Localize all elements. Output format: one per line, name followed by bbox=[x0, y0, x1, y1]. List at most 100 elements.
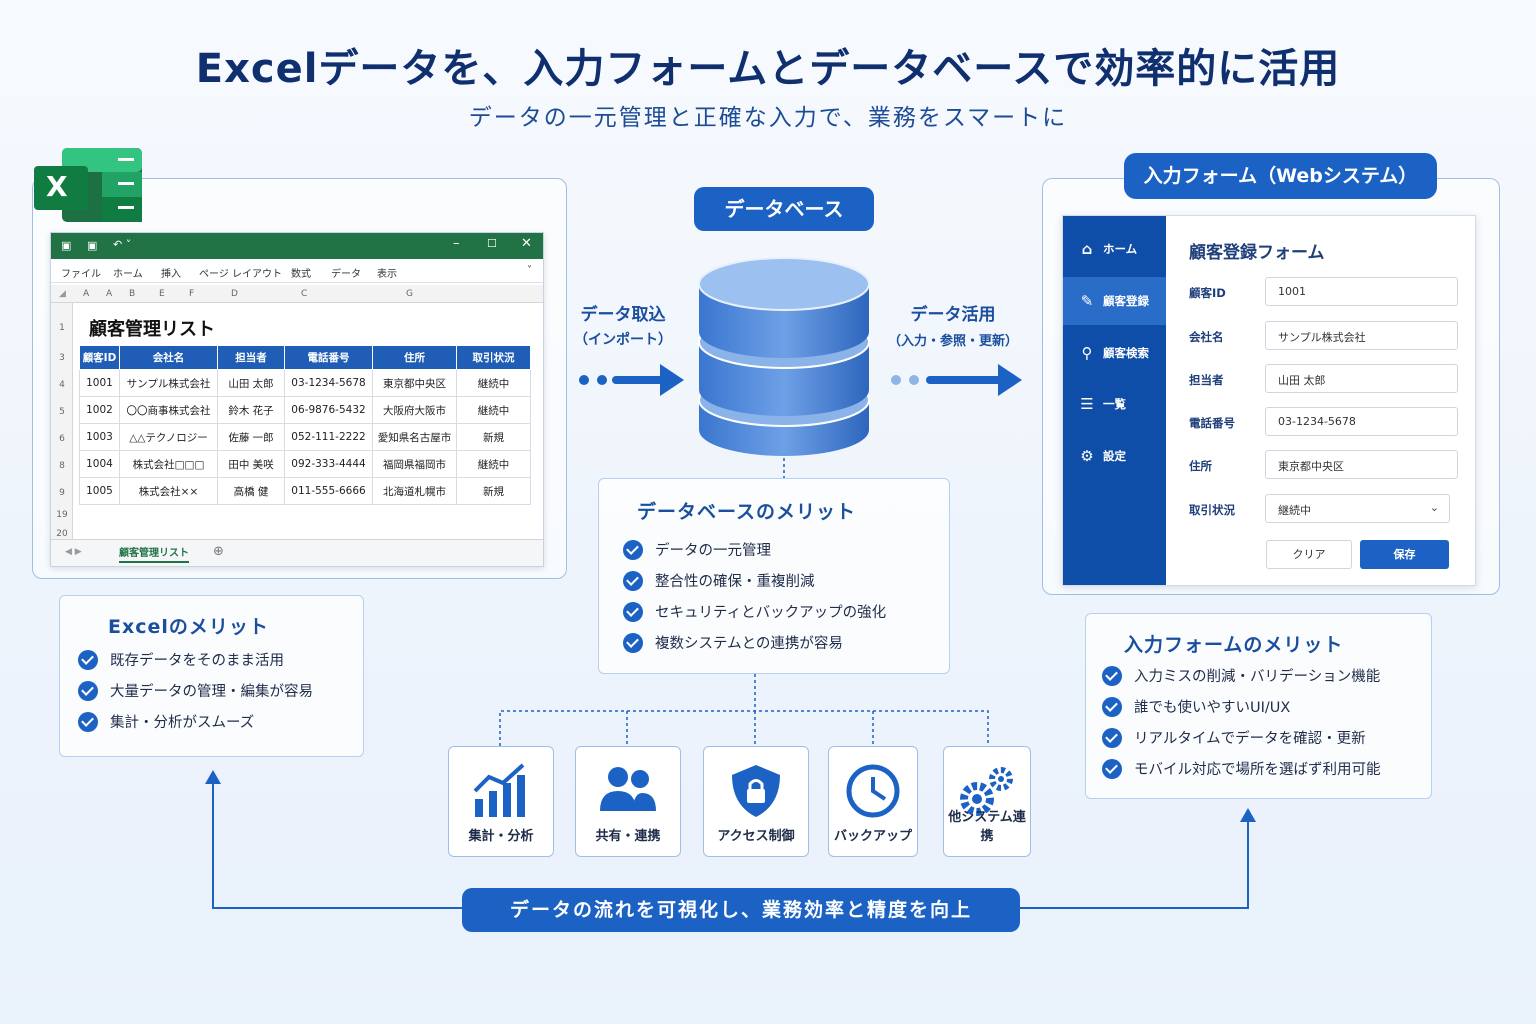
sidebar-item-settings[interactable]: ⚙設定 bbox=[1063, 432, 1166, 480]
col-letter[interactable]: G bbox=[406, 289, 413, 299]
table-cell[interactable]: 北海道札幌市 bbox=[372, 477, 457, 505]
sidebar-item-search[interactable]: ⚲顧客検索 bbox=[1063, 329, 1166, 377]
header-cell[interactable]: 住所 bbox=[372, 345, 457, 370]
add-sheet-icon[interactable]: ⊕ bbox=[213, 544, 224, 559]
close-icon[interactable]: ✕ bbox=[521, 236, 532, 251]
row-number[interactable]: 20 bbox=[56, 529, 68, 539]
header-cell[interactable]: 顧客ID bbox=[79, 345, 120, 370]
minimize-icon[interactable]: – bbox=[453, 236, 460, 251]
header-cell[interactable]: 電話番号 bbox=[284, 345, 373, 370]
table-cell[interactable]: 大阪府大阪市 bbox=[372, 396, 457, 424]
table-cell[interactable]: 1001 bbox=[79, 369, 120, 397]
list-item: データの一元管理 bbox=[623, 534, 886, 565]
form-section-label: 入力フォーム（Webシステム） bbox=[1124, 153, 1437, 199]
company-input[interactable]: サンプル株式会社 bbox=[1265, 321, 1458, 350]
table-cell[interactable]: 1003 bbox=[79, 423, 120, 451]
clear-button[interactable]: クリア bbox=[1266, 540, 1352, 569]
table-cell[interactable]: 株式会社×× bbox=[119, 477, 218, 505]
save-as-icon[interactable]: ▣ bbox=[87, 239, 98, 252]
table-cell[interactable]: 011-555-6666 bbox=[284, 477, 373, 505]
table-cell[interactable]: 1004 bbox=[79, 450, 120, 478]
col-letter[interactable]: E bbox=[159, 289, 165, 299]
form-window: ⌂ホーム ✎顧客登録 ⚲顧客検索 ☰一覧 ⚙設定 顧客登録フォーム 顧客ID 1… bbox=[1062, 215, 1476, 586]
table-cell[interactable]: 愛知県名古屋市 bbox=[372, 423, 457, 451]
ribbon-collapse-icon[interactable]: ˅ bbox=[527, 265, 532, 276]
maximize-icon[interactable]: ☐ bbox=[487, 237, 497, 250]
table-cell[interactable]: 新規 bbox=[456, 477, 531, 505]
col-letter[interactable]: C bbox=[301, 289, 308, 299]
menu-view[interactable]: 表示 bbox=[377, 269, 397, 280]
menu-page-layout[interactable]: ページ レイアウト bbox=[199, 269, 282, 280]
table-cell[interactable]: 高橋 健 bbox=[217, 477, 285, 505]
row-number[interactable]: 3 bbox=[59, 353, 65, 363]
database-label: データベース bbox=[694, 187, 874, 231]
table-cell[interactable]: 継続中 bbox=[456, 396, 531, 424]
table-cell[interactable]: 株式会社□□□ bbox=[119, 450, 218, 478]
menu-data[interactable]: データ bbox=[331, 269, 361, 280]
sidebar-item-home[interactable]: ⌂ホーム bbox=[1063, 225, 1166, 273]
table-cell[interactable]: 052-111-2222 bbox=[284, 423, 373, 451]
table-cell[interactable]: 継続中 bbox=[456, 450, 531, 478]
form-heading: 顧客登録フォーム bbox=[1189, 243, 1325, 263]
table-cell[interactable]: サンプル株式会社 bbox=[119, 369, 218, 397]
row-number[interactable]: 5 bbox=[59, 407, 65, 417]
table-cell[interactable]: 新規 bbox=[456, 423, 531, 451]
table-cell[interactable]: 〇〇商事株式会社 bbox=[119, 396, 218, 424]
row-number[interactable]: 8 bbox=[59, 461, 65, 471]
header-cell[interactable]: 取引状況 bbox=[456, 345, 531, 370]
undo-icon[interactable]: ↶ ˅ bbox=[113, 238, 132, 251]
home-icon: ⌂ bbox=[1081, 240, 1093, 258]
row-number[interactable]: 9 bbox=[59, 488, 65, 498]
table-cell[interactable]: 1005 bbox=[79, 477, 120, 505]
page-subtitle: データの一元管理と正確な入力で、業務をスマートに bbox=[468, 105, 1068, 131]
row-number[interactable]: 1 bbox=[59, 323, 65, 333]
table-cell[interactable]: 06-9876-5432 bbox=[284, 396, 373, 424]
table-cell[interactable]: 継続中 bbox=[456, 369, 531, 397]
field-label-id: 顧客ID bbox=[1189, 286, 1226, 300]
address-input[interactable]: 東京都中央区 bbox=[1265, 450, 1458, 479]
menu-insert[interactable]: 挿入 bbox=[161, 269, 181, 280]
header-cell[interactable]: 担当者 bbox=[217, 345, 285, 370]
row-number[interactable]: 6 bbox=[59, 434, 65, 444]
col-letter[interactable]: A bbox=[106, 289, 113, 299]
table-cell[interactable]: △△テクノロジー bbox=[119, 423, 218, 451]
table-cell[interactable]: 佐藤 一郎 bbox=[217, 423, 285, 451]
save-button[interactable]: 保存 bbox=[1360, 540, 1449, 569]
sheet-title[interactable]: 顧客管理リスト bbox=[89, 319, 215, 340]
table-cell[interactable]: 東京都中央区 bbox=[372, 369, 457, 397]
col-letter[interactable]: F bbox=[189, 289, 195, 299]
bottom-banner: データの流れを可視化し、業務効率と精度を向上 bbox=[462, 888, 1020, 932]
feature-analytics: 集計・分析 bbox=[448, 746, 554, 857]
col-letter[interactable]: D bbox=[231, 289, 238, 299]
import-label-group: データ取込 （インポート） bbox=[560, 300, 686, 349]
excel-merit-title: Excelのメリット bbox=[108, 616, 269, 638]
status-select[interactable]: 継続中 ⌄ bbox=[1265, 494, 1450, 523]
col-letter[interactable]: A bbox=[83, 289, 90, 299]
table-cell[interactable]: 092-333-4444 bbox=[284, 450, 373, 478]
col-letter[interactable]: B bbox=[129, 289, 136, 299]
sidebar-item-list[interactable]: ☰一覧 bbox=[1063, 380, 1166, 428]
table-cell[interactable]: 福岡県福岡市 bbox=[372, 450, 457, 478]
sidebar-item-register[interactable]: ✎顧客登録 bbox=[1063, 277, 1166, 325]
header-cell[interactable]: 会社名 bbox=[119, 345, 218, 370]
table-cell[interactable]: 田中 美咲 bbox=[217, 450, 285, 478]
contact-input[interactable]: 山田 太郎 bbox=[1265, 364, 1458, 393]
table-cell[interactable]: 1002 bbox=[79, 396, 120, 424]
row-number[interactable]: 4 bbox=[59, 380, 65, 390]
gear-icon: ⚙ bbox=[1080, 447, 1094, 465]
table-cell[interactable]: 山田 太郎 bbox=[217, 369, 285, 397]
phone-input[interactable]: 03-1234-5678 bbox=[1265, 407, 1458, 436]
menu-formulas[interactable]: 数式 bbox=[291, 269, 311, 280]
menu-file[interactable]: ファイル bbox=[61, 269, 101, 280]
field-label-company: 会社名 bbox=[1189, 330, 1224, 344]
table-cell[interactable]: 鈴木 花子 bbox=[217, 396, 285, 424]
sheet-nav-icon[interactable]: ◀ ▶ bbox=[65, 547, 82, 557]
customer-id-input[interactable]: 1001 bbox=[1265, 277, 1458, 306]
save-icon[interactable]: ▣ bbox=[61, 239, 72, 252]
menu-home[interactable]: ホーム bbox=[113, 269, 143, 280]
row-number[interactable]: 19 bbox=[56, 510, 68, 520]
table-cell[interactable]: 03-1234-5678 bbox=[284, 369, 373, 397]
sheet-tab[interactable]: 顧客管理リスト bbox=[119, 544, 189, 563]
check-icon bbox=[78, 680, 98, 701]
